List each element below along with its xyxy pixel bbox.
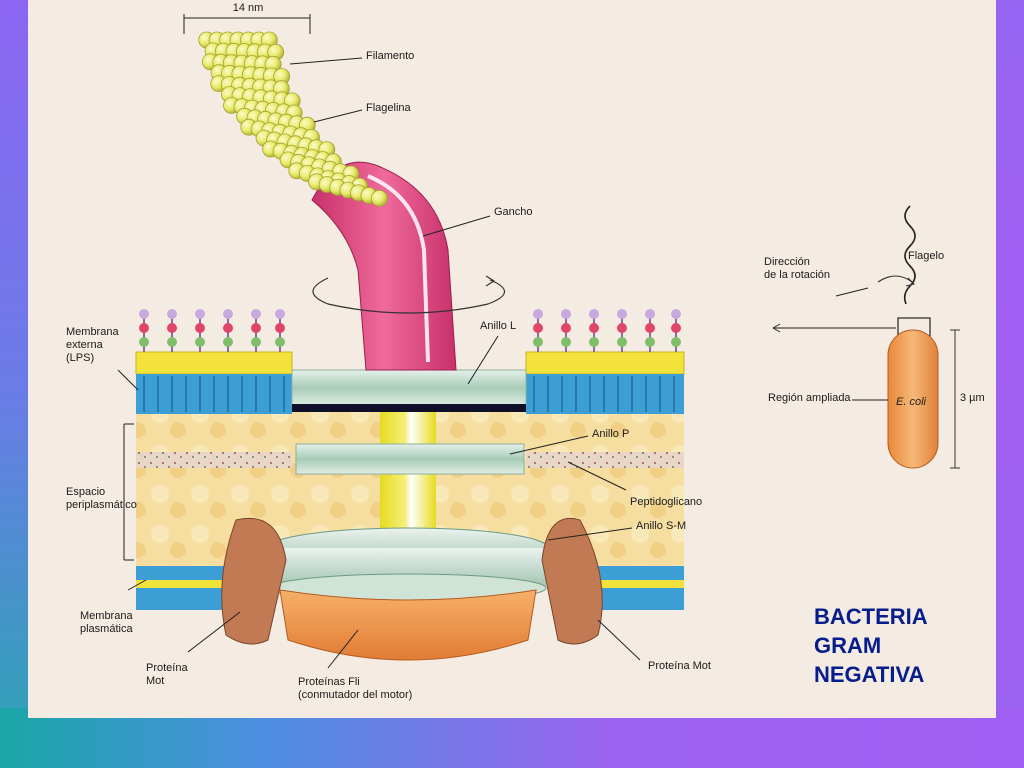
- flagellum-figure: 14 nm Filamento Flagelina Gancho Membran…: [28, 0, 996, 718]
- label-flagelina: Flagelina: [366, 102, 411, 114]
- scale-bar-top: [183, 14, 311, 34]
- label-proteina-mot-right: Proteína Mot: [648, 660, 711, 672]
- label-region-ampliada: Región ampliada: [768, 392, 851, 404]
- label-peptidoglicano: Peptidoglicano: [630, 496, 703, 508]
- ms-ring-motor: [267, 527, 549, 661]
- label-proteinas-fli: Proteínas Fli (conmutador del motor): [298, 676, 413, 701]
- label-flagelo: Flagelo: [908, 250, 945, 262]
- e-coli-inset: [772, 205, 960, 469]
- peptidoglycan-left: [136, 452, 292, 468]
- slide-caption: BACTERIA GRAM NEGATIVA: [814, 602, 994, 689]
- outer-membrane-right: [525, 351, 685, 414]
- label-proteina-mot-left: Proteína Mot: [146, 662, 188, 687]
- hook: [311, 161, 457, 371]
- label-direccion-rotacion: Dirección de la rotación: [764, 256, 831, 281]
- label-espacio-periplasmatico: Espacio periplasmático: [66, 486, 137, 511]
- rotation-arrow: [312, 275, 506, 314]
- label-membrana-externa: Membrana externa (LPS): [66, 326, 119, 364]
- caption-line-3: NEGATIVA: [814, 662, 925, 687]
- flagellin-subunit: [370, 189, 388, 207]
- label-gancho: Gancho: [494, 206, 533, 218]
- label-anillo-l: Anillo L: [480, 320, 517, 332]
- label-filamento: Filamento: [366, 50, 415, 62]
- leader-lines: [117, 57, 641, 669]
- outer-membrane-left: [135, 351, 293, 414]
- flagellum-diagram: [28, 0, 996, 718]
- p-ring: [295, 443, 525, 475]
- label-membrana-plasmatica: Membrana plasmática: [80, 610, 133, 635]
- slide-background-bottom: [0, 708, 1024, 768]
- label-anillo-sm: Anillo S-M: [636, 520, 687, 532]
- peptidoglycan-right: [526, 452, 684, 468]
- scale-label-14nm: 14 nm: [232, 2, 264, 14]
- mot-protein-left: [221, 517, 287, 645]
- label-e-coli: E. coli: [896, 396, 926, 408]
- caption-line-1: BACTERIA: [814, 604, 928, 629]
- label-scale-3um: 3 µm: [960, 392, 985, 404]
- lps-molecules: [139, 309, 681, 352]
- filament: [198, 31, 388, 207]
- mot-protein-right: [541, 518, 603, 645]
- caption-line-2: GRAM: [814, 633, 882, 658]
- label-anillo-p: Anillo P: [592, 428, 630, 440]
- l-ring: [291, 369, 527, 412]
